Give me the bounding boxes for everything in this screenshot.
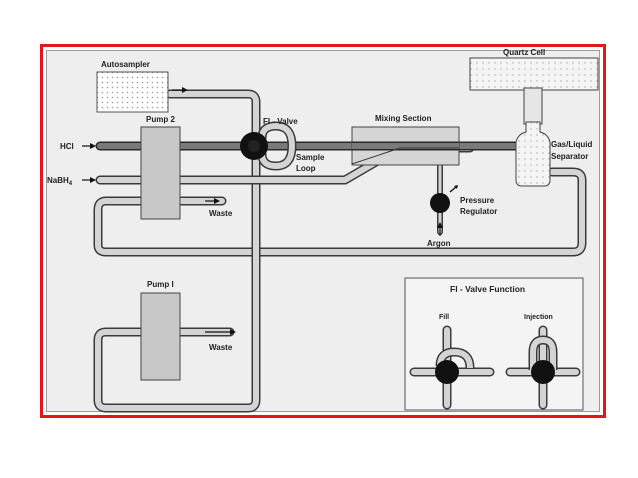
autosampler-label: Autosampler [101, 60, 150, 69]
fi-valve-label: FI - Valve [263, 117, 298, 126]
return-loop-tube [93, 167, 587, 257]
sample-vertical-tube [93, 89, 261, 413]
nabh4-subscript: 4 [69, 181, 73, 187]
inset-title: FI - Valve Function [450, 284, 525, 294]
nabh4-label: NaBH4 [47, 176, 73, 187]
pump-2 [140, 126, 181, 220]
fill-valve-schematic [409, 325, 495, 410]
hcl-label: HCl [60, 142, 74, 151]
hcl-arrow [82, 143, 96, 149]
argon-label: Argon [427, 239, 451, 248]
regulator-label: Regulator [460, 207, 497, 216]
inset-injection-label: Injection [524, 314, 553, 321]
loop-label: Loop [296, 164, 316, 173]
gas-liquid-label-1: Gas/Liquid [551, 140, 592, 149]
sample-label: Sample [296, 153, 325, 162]
gas-liquid-separator [515, 121, 551, 187]
mixing-section-label: Mixing Section [375, 114, 432, 123]
nabh4-main: NaBH [47, 176, 69, 185]
autosampler-arrow [172, 87, 188, 93]
waste-top-arrow [205, 198, 220, 204]
fi-valve [240, 132, 268, 160]
quartz-cell [469, 57, 599, 125]
pressure-regulator [430, 185, 458, 213]
quartz-cell-label: Quartz Cell [503, 48, 545, 57]
waste-top-label: Waste [209, 209, 233, 218]
inset-fill-label: Fill [439, 314, 449, 321]
mixing-section [351, 126, 460, 166]
autosampler [96, 71, 169, 113]
gas-liquid-label-2: Separator [551, 152, 588, 161]
waste-bottom-arrow [205, 329, 236, 335]
sample-loop-tube [257, 121, 297, 171]
pump-1-label: Pump I [147, 280, 174, 289]
pump-2-label: Pump 2 [146, 115, 175, 124]
waste-bottom-label: Waste [209, 343, 233, 352]
pressure-label: Pressure [460, 196, 495, 205]
nabh4-arrow [82, 177, 96, 183]
injection-valve-schematic [505, 325, 581, 410]
valve-function-inset [404, 277, 584, 411]
argon-arrow [437, 222, 443, 236]
pump-1 [140, 292, 181, 381]
